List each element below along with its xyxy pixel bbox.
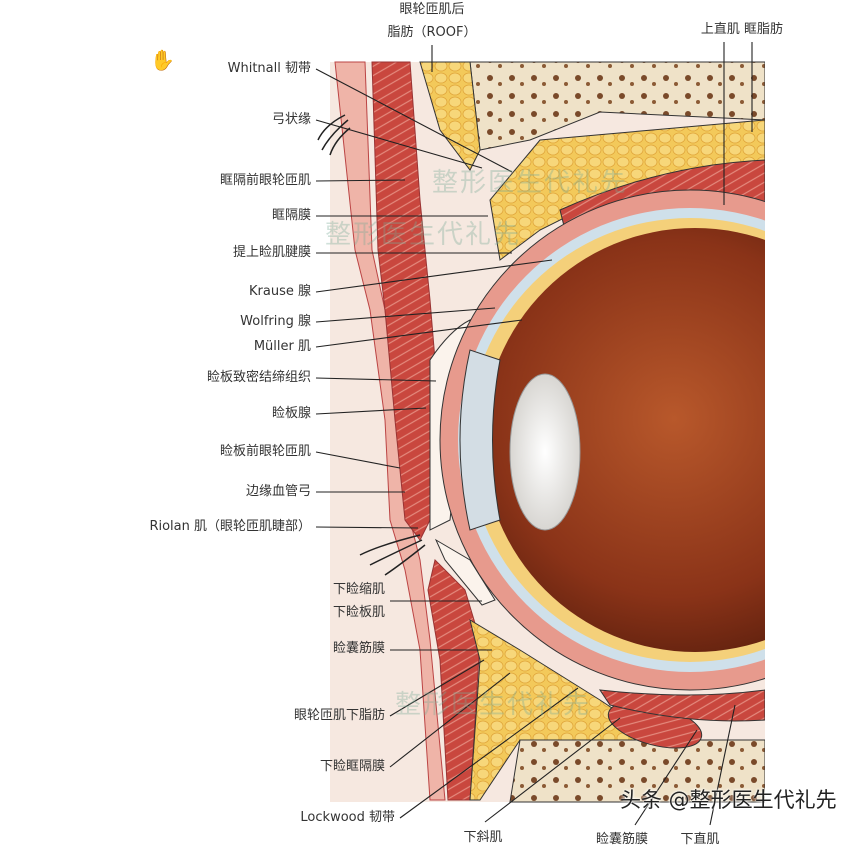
lower-tarsus — [434, 538, 496, 606]
label-meibomian: 睑板腺 — [271, 406, 311, 421]
label-septum: 眶隔膜 — [271, 208, 311, 223]
label-arcus: 弓状缘 — [271, 112, 311, 127]
label-capsulopalpebral-fascia-lower: 睑囊筋膜 — [595, 832, 649, 847]
label-inferior-oblique: 下斜肌 — [463, 830, 503, 845]
lower-orbicularis — [427, 559, 481, 801]
label-lower-retractor: 下睑缩肌 — [332, 582, 385, 597]
label-lower-septum: 下睑眶隔膜 — [319, 759, 385, 774]
label-roof: 脂肪（ROOF） — [387, 25, 477, 40]
eyelashes — [317, 114, 426, 576]
watermark: 整形医生代礼先 — [325, 220, 522, 250]
label-superior-rectus-fat: 上直肌 眶脂肪 — [700, 22, 784, 37]
cornea — [459, 349, 501, 531]
label-lower-tarsal-muscle: 下睑板肌 — [332, 605, 385, 620]
label-preseptal-orbicularis: 眶隔前眼轮匝肌 — [219, 173, 311, 188]
leader-lines — [315, 42, 753, 826]
label-soof: 眼轮匝肌下脂肪 — [293, 708, 385, 723]
skin-layer — [334, 61, 446, 801]
upper-orbicularis — [371, 61, 441, 541]
label-capsulopalpebral-fascia: 睑囊筋膜 — [332, 641, 385, 656]
label-riolan: Riolan 肌（眼轮匝肌睫部） — [149, 519, 311, 534]
label-whitnall: Whitnall 韧带 — [227, 61, 311, 76]
lens — [509, 373, 581, 531]
label-pretarsal-orbicularis: 睑板前眼轮匝肌 — [219, 444, 311, 459]
label-roof: 眼轮匝肌后 — [399, 2, 465, 17]
label-levator-aponeurosis: 提上睑肌腱膜 — [232, 245, 311, 260]
label-marginal-arcade: 边缘血管弓 — [245, 484, 311, 499]
label-muller: Müller 肌 — [253, 339, 311, 354]
label-tarsal-connective: 睑板致密结缔组织 — [206, 370, 311, 385]
watermark: 整形医生代礼先 — [395, 690, 592, 720]
label-wolfring: Wolfring 腺 — [240, 314, 311, 329]
label-inferior-rectus: 下直肌 — [680, 832, 720, 847]
roof-fat — [419, 61, 481, 171]
source-credit: 头条 @整形医生代礼先 — [620, 788, 837, 812]
label-lockwood: Lockwood 韧带 — [300, 810, 395, 825]
hand-cursor-icon: ✋ — [150, 48, 175, 72]
label-krause: Krause 腺 — [249, 284, 311, 299]
watermark: 整形医生代礼先 — [432, 168, 629, 198]
